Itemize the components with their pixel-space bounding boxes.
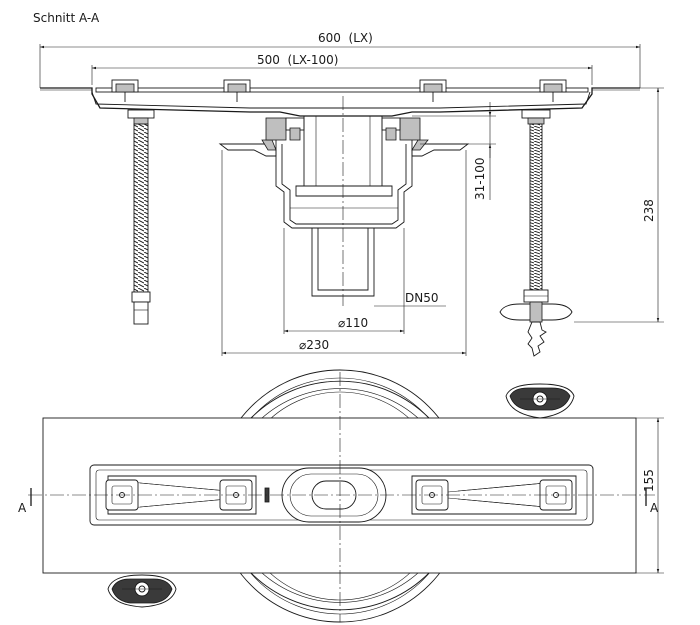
dimension-inner-length: 500 (LX-100) [91, 53, 593, 85]
plan-width-label: 155 [642, 469, 656, 492]
grating-clip-2 [223, 79, 251, 102]
section-marker-right: A [645, 488, 659, 515]
left-leveling-foot [127, 109, 155, 325]
anchor-foot-bottom-left [107, 574, 177, 608]
adjust-range-label: 31-100 [473, 157, 487, 200]
anchor-foot-top-right [505, 383, 575, 419]
diameter-110-label: ⌀110 [338, 316, 368, 330]
section-marker-left-label: A [18, 501, 27, 515]
plan-view: A A 155 [18, 369, 664, 623]
dimension-plan-width: 155 [636, 417, 664, 574]
section-marker-right-label: A [650, 501, 659, 515]
section-view: 600 (LX) 500 (LX-100) [39, 31, 664, 357]
inner-length-label: 500 (LX-100) [257, 53, 338, 67]
drain-outlet-section [218, 96, 470, 306]
grating-clip-4 [539, 79, 567, 102]
section-title: Schnitt A-A [33, 11, 100, 25]
section-marker-left: A [18, 488, 32, 515]
dimension-pipe-size: DN50 [374, 291, 446, 307]
overall-length-label: 600 (LX) [318, 31, 373, 45]
pipe-size-label: DN50 [405, 291, 439, 305]
right-leveling-foot [499, 109, 573, 357]
total-height-label: 238 [642, 199, 656, 222]
grating-clip-3 [419, 79, 447, 102]
grating-clip-1 [111, 79, 139, 102]
dimension-adjust-range: 31-100 [412, 102, 496, 200]
diameter-230-label: ⌀230 [299, 338, 329, 352]
dimension-diameter-110: ⌀110 [283, 228, 405, 334]
dimension-diameter-230: ⌀230 [221, 150, 467, 356]
dimension-total-height: 238 [574, 87, 664, 323]
dimension-overall-length: 600 (LX) [39, 31, 641, 88]
